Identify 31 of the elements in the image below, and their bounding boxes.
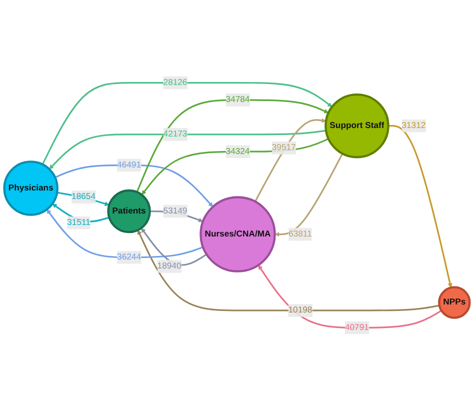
edge-label: 40791	[344, 323, 369, 332]
node-circle: Support Staff	[324, 94, 390, 158]
arrow	[388, 125, 452, 288]
arrow	[258, 265, 442, 329]
edge-label: 10198	[288, 306, 312, 316]
edge-label: 31312	[402, 121, 426, 130]
node-circle: NPPs	[438, 286, 471, 320]
edge-label: 42173	[163, 130, 188, 140]
edge-label: 39517	[272, 143, 296, 152]
arrow	[274, 153, 344, 237]
node-circle: Physicians	[3, 160, 58, 216]
arrow	[42, 82, 332, 166]
edge-label: 36244	[117, 252, 142, 262]
edge-label: 63811	[288, 230, 312, 239]
node-circle: Nurses/CNA/MA	[200, 196, 276, 273]
edge-label: 46491	[117, 160, 142, 170]
edge-label: 31511	[67, 218, 90, 228]
arrow	[52, 204, 110, 223]
arrow	[141, 228, 208, 266]
edge-label: 28126	[163, 78, 188, 88]
node-circle: Patients	[107, 190, 151, 234]
arrow	[142, 138, 329, 196]
edge-label: 18654	[72, 192, 96, 202]
arrow	[49, 130, 326, 170]
edge-label: 34784	[226, 95, 250, 105]
edge-label: 34324	[226, 147, 250, 156]
arrow	[136, 99, 329, 193]
edge-label: 18940	[157, 262, 182, 271]
arrow	[137, 230, 440, 312]
edge-label: 53149	[163, 206, 188, 216]
arrow	[254, 118, 326, 202]
